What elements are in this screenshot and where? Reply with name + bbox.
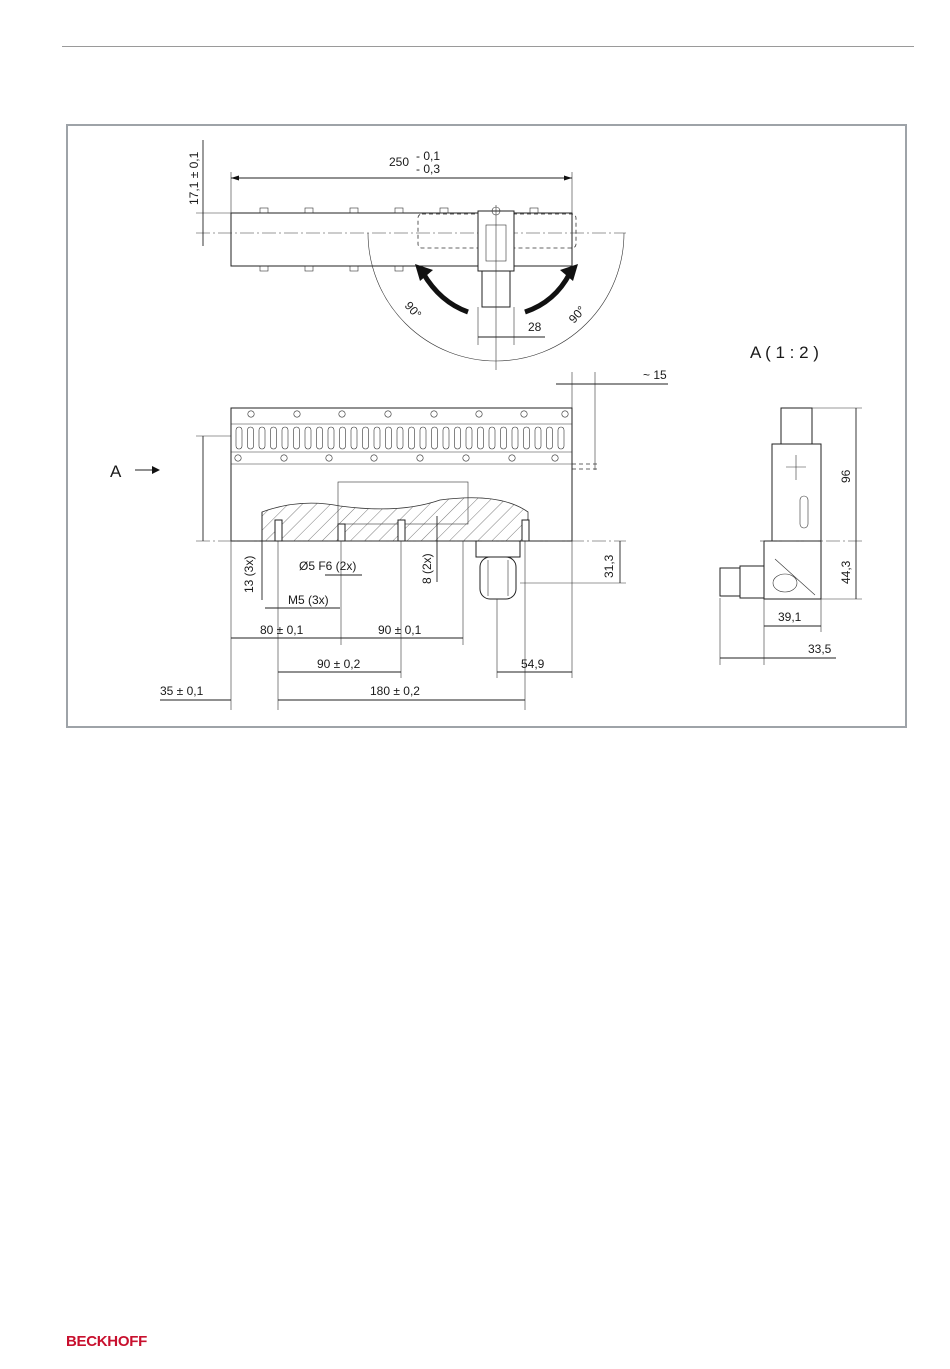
dim-tol-lower: - 0,3 [416,162,440,176]
view-label: A ( 1 : 2 ) [750,343,819,362]
dim-d90b: 90 ± 0,2 [317,657,361,671]
dim-dia5: Ø5 F6 (2x) [299,559,356,573]
top-view-body [231,213,572,266]
dim-d90a: 90 ± 0,1 [378,623,422,637]
dim-m5: M5 (3x) [288,593,329,607]
dim-tol-upper: - 0,1 [416,149,440,163]
brand-logo: BECKHOFF [66,1333,147,1350]
dim-side96: 96 [839,469,853,483]
dim-height-17: 17,1 ± 0,1 [187,151,201,205]
dim-d54: 54,9 [521,657,545,671]
dim-d35: 35 ± 0,1 [160,684,204,698]
section-arrow-label: A [110,462,122,481]
front-view [135,372,668,710]
top-view [196,140,626,370]
dim-approx15: ~ 15 [643,368,667,382]
dim-angle-right: 90° [566,303,589,326]
dim-d180: 180 ± 0,2 [370,684,420,698]
dim-angle-left: 90° [402,299,425,322]
side-view [720,408,862,665]
dim-d8: 8 (2x) [420,553,434,584]
dim-h13: 13 (3x) [242,556,256,593]
dim-top-length: 250 [389,155,409,169]
dim-d31: 31,3 [602,554,616,578]
dim-side33: 33,5 [808,642,832,656]
dim-side44: 44,3 [839,560,853,584]
dim-side39: 39,1 [778,610,802,624]
dim-28: 28 [528,320,542,334]
dim-d80: 80 ± 0,1 [260,623,304,637]
